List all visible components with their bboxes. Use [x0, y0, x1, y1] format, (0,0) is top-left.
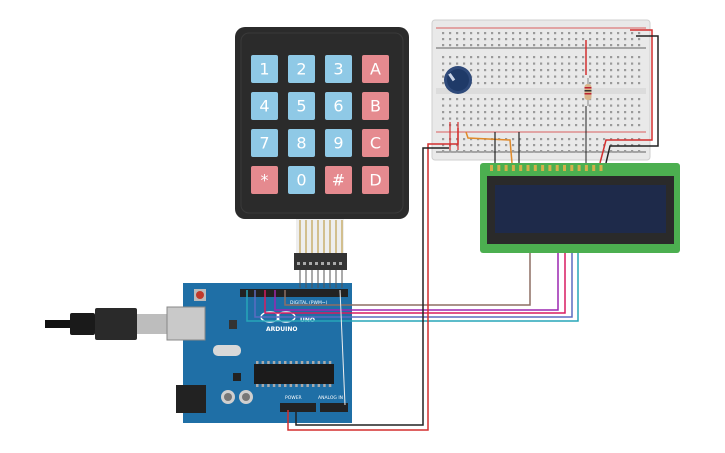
keypad-key-c[interactable]: C	[362, 129, 389, 157]
keypad-key-label: 3	[333, 60, 343, 79]
wire-purple[interactable]	[274, 253, 559, 311]
keypad-key-9[interactable]: 9	[325, 129, 352, 157]
wire-rail-black[interactable]	[605, 35, 659, 164]
keypad-key-hash[interactable]: #	[325, 166, 352, 194]
keypad-key-label: 5	[296, 97, 306, 116]
keypad-key-1[interactable]: 1	[251, 55, 278, 83]
arduino-uno[interactable]: ARDUINO UNO DIGITAL (PWM~) POWER ANALOG …	[166, 283, 352, 423]
keypad-key-5[interactable]: 5	[288, 92, 315, 120]
keypad-key-label: 1	[259, 60, 269, 79]
wire-pot-orange[interactable]	[465, 131, 513, 164]
analog-label: ANALOG IN	[318, 395, 343, 401]
keypad-key-4[interactable]: 4	[251, 92, 278, 120]
wire-gnd-black[interactable]	[295, 147, 449, 426]
usb-cable	[45, 308, 167, 340]
keypad-key-label: C	[370, 134, 381, 153]
power-jack	[176, 385, 206, 413]
keypad-key-3[interactable]: 3	[325, 55, 352, 83]
keypad-key-0[interactable]: 0	[288, 166, 315, 194]
analog-header	[320, 403, 348, 412]
power-label: POWER	[285, 395, 302, 401]
keypad-key-label: 7	[259, 134, 269, 153]
atmega-chip	[254, 364, 334, 384]
keypad-key-8[interactable]: 8	[288, 129, 315, 157]
keypad-ribbon	[294, 219, 347, 270]
keypad-key-label: 0	[296, 171, 306, 190]
power-header	[280, 403, 316, 412]
keypad-key-label: 4	[259, 97, 269, 116]
wire-rail-red[interactable]	[599, 29, 653, 164]
arduino-brand: ARDUINO	[266, 326, 297, 333]
digital-label: DIGITAL (PWM~)	[290, 300, 328, 306]
keypad-key-label: *	[261, 171, 269, 190]
keypad-key-label: 8	[296, 134, 306, 153]
keypad-key-a[interactable]: A	[362, 55, 389, 83]
keypad-key-label: #	[332, 171, 345, 190]
keypad[interactable]: 1 2 3 A 4 5 6 B 7 8 9 C * 0 # D	[235, 27, 409, 270]
keypad-key-d[interactable]: D	[362, 166, 389, 194]
digital-header	[240, 289, 348, 297]
lcd-display[interactable]	[480, 163, 680, 253]
usb-port	[166, 306, 206, 341]
lcd-screen	[495, 185, 666, 233]
keypad-key-b[interactable]: B	[362, 92, 389, 120]
keypad-key-label: B	[370, 97, 381, 116]
keypad-key-star[interactable]: *	[251, 166, 278, 194]
breadboard[interactable]	[431, 19, 651, 161]
wire-blue[interactable]	[254, 253, 573, 318]
reset-button[interactable]	[196, 291, 204, 299]
potentiometer[interactable]	[444, 66, 472, 94]
keypad-key-6[interactable]: 6	[325, 92, 352, 120]
wire-pink[interactable]	[264, 253, 566, 314]
keypad-key-label: A	[370, 60, 381, 79]
keypad-key-2[interactable]: 2	[288, 55, 315, 83]
wires[interactable]	[246, 29, 659, 431]
crystal	[213, 345, 241, 356]
keypad-key-label: D	[369, 171, 381, 190]
keypad-key-7[interactable]: 7	[251, 129, 278, 157]
wire-cyan[interactable]	[246, 253, 579, 322]
wire-brown[interactable]	[284, 253, 531, 306]
keypad-key-label: 9	[333, 134, 343, 153]
keypad-key-label: 6	[333, 97, 343, 116]
keypad-key-label: 2	[296, 60, 306, 79]
resistor	[584, 78, 592, 106]
